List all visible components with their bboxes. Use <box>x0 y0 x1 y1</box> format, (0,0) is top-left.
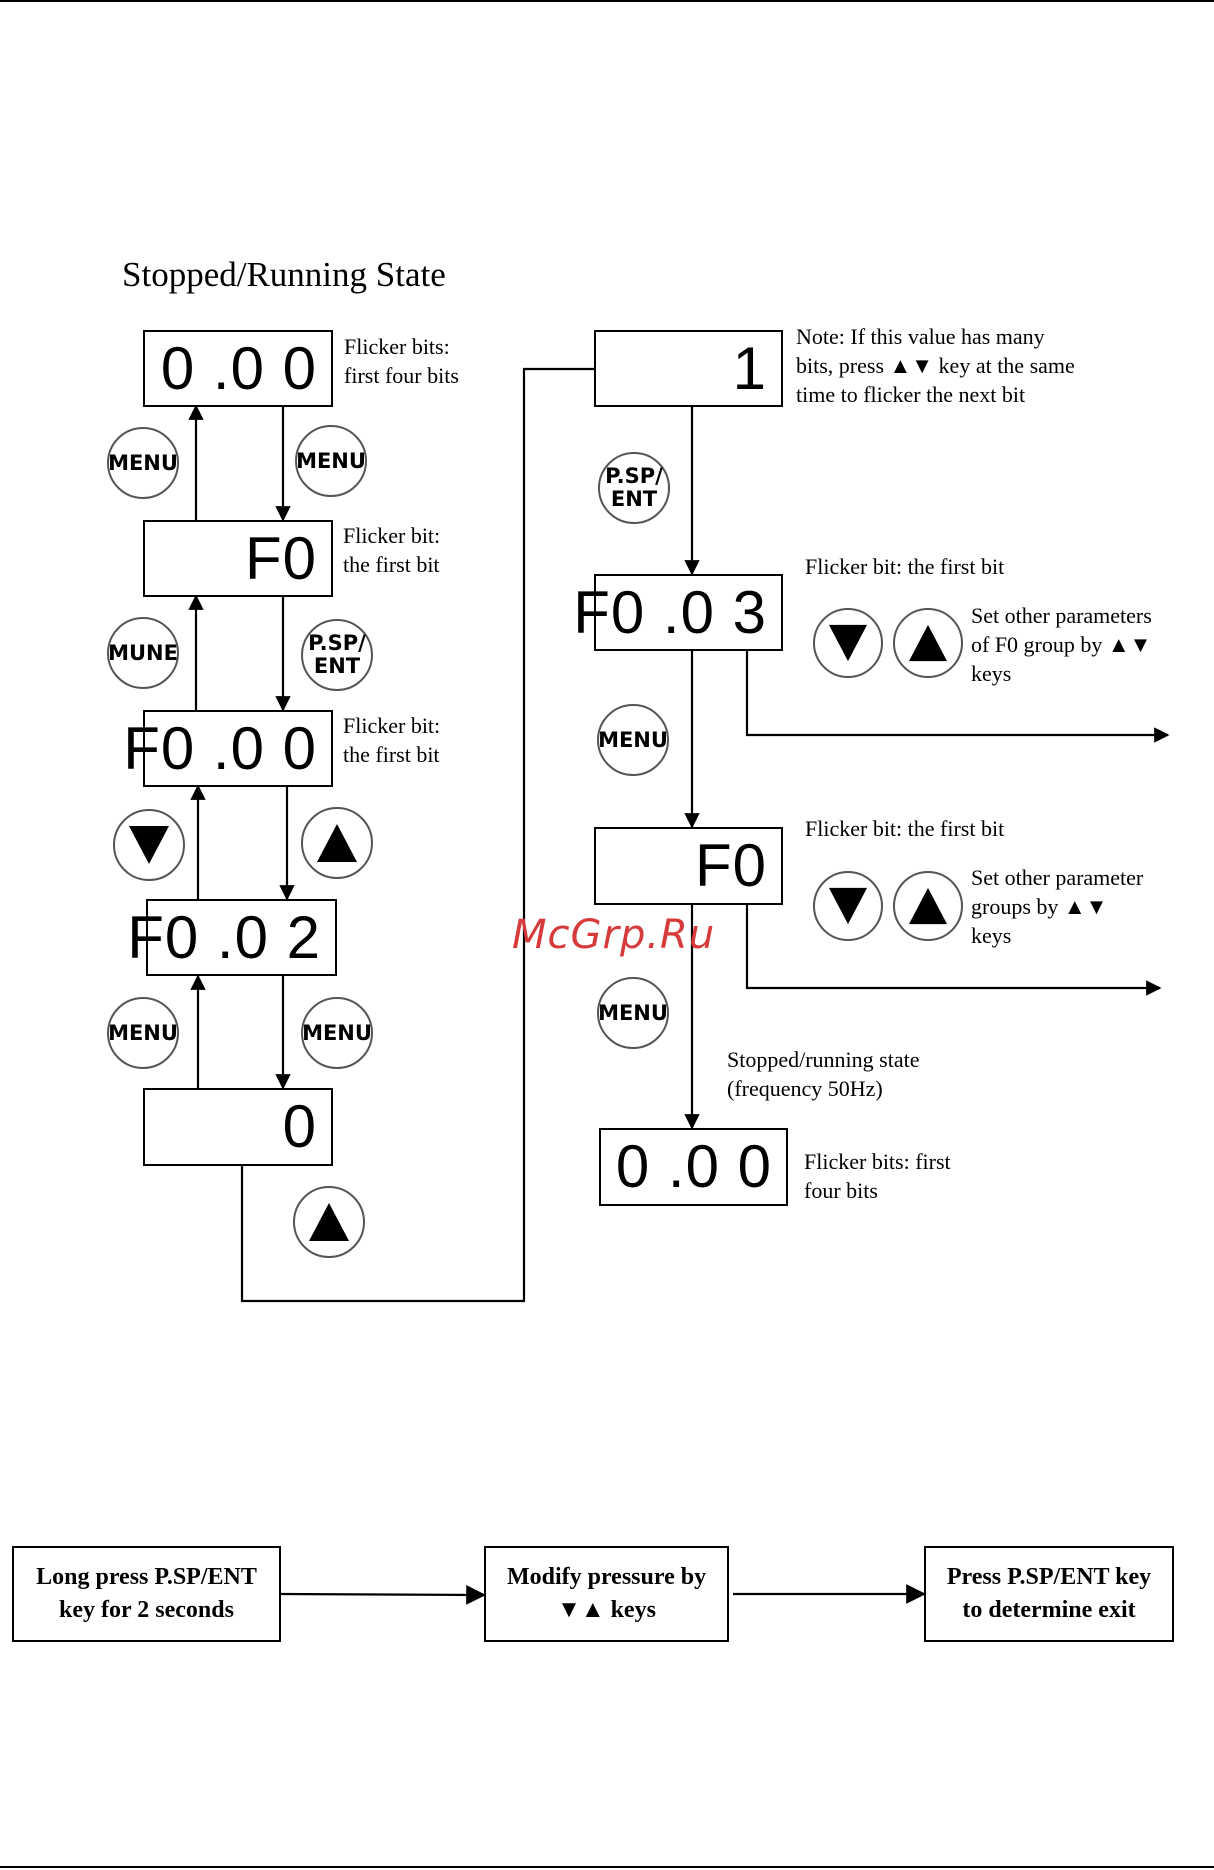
flow-line: key for 2 seconds <box>59 1597 234 1623</box>
menu-button[interactable]: MENU <box>295 425 367 497</box>
flow-line: to determine exit <box>962 1597 1136 1623</box>
menu-button-label: MENU <box>302 1020 372 1045</box>
down-triangle-icon <box>828 887 868 925</box>
menu-button-label: MENU <box>598 727 668 752</box>
psp-ent-button[interactable]: P.SP/ENT <box>301 619 373 691</box>
display-0-00: 0 .0 0 <box>143 330 333 407</box>
note-line: Flicker bits: first <box>804 1149 951 1174</box>
note-line: time to flicker the next bit <box>796 382 1026 407</box>
note-line: of F0 group by ▲▼ <box>971 632 1152 657</box>
note-line: Flicker bit: the first bit <box>805 816 1005 841</box>
display-1: 1 <box>594 330 783 407</box>
note-line: four bits <box>804 1178 878 1203</box>
note-stopped-running: Stopped/running state (frequency 50Hz) <box>727 1045 919 1103</box>
display-f0-00: F0 .0 0 <box>123 710 333 787</box>
note-line: keys <box>971 923 1012 948</box>
note-line: Set other parameters <box>971 603 1152 628</box>
display-f0-03: F0 .0 3 <box>573 574 783 651</box>
flow-arrow-1 <box>280 1585 486 1605</box>
flow-line: Long press P.SP/ENT <box>36 1564 257 1590</box>
note-line: Flicker bit: <box>343 713 441 738</box>
watermark: McGrp.Ru <box>512 912 716 958</box>
top-rule <box>0 0 1214 2</box>
note-line: Set other parameter <box>971 865 1144 890</box>
note-line: (frequency 50Hz) <box>727 1076 883 1101</box>
up-key-button[interactable] <box>293 1186 365 1258</box>
flow-line: Press P.SP/ENT key <box>946 1564 1152 1590</box>
menu-button[interactable]: MENU <box>597 704 669 776</box>
diagram-title: Stopped/Running State <box>122 255 446 294</box>
mune-button-label: MUNE <box>108 640 178 665</box>
psp-ent-label: P.SP/ENT <box>605 465 663 510</box>
bottom-rule <box>0 1866 1214 1868</box>
down-triangle-icon <box>129 826 169 864</box>
note-flicker-first-bit: Flicker bit: the first bit <box>343 711 440 769</box>
exit-arrow-groups <box>745 905 1162 996</box>
up-key-button[interactable] <box>893 871 963 941</box>
note-line: Note: If this value has many <box>796 324 1045 349</box>
note-flicker-first-four: Flicker bits: first four bits <box>344 332 459 390</box>
up-triangle-icon <box>317 824 357 862</box>
menu-button[interactable]: MENU <box>107 997 179 1069</box>
psp-ent-label: P.SP/ENT <box>308 632 366 677</box>
up-triangle-icon <box>908 887 948 925</box>
up-triangle-icon <box>908 624 948 662</box>
display-0-00-right: 0 .0 0 <box>599 1128 788 1206</box>
flow-step-exit: Press P.SP/ENT key to determine exit <box>924 1546 1174 1642</box>
note-set-f0-params: Set other parameters of F0 group by ▲▼ k… <box>971 601 1152 688</box>
display-f0-02: F0 .0 2 <box>127 899 337 976</box>
note-line: Flicker bits: <box>344 334 450 359</box>
note-line: Stopped/running state <box>727 1047 920 1072</box>
menu-button-label: MENU <box>296 448 366 473</box>
note-flicker-first-bit: Flicker bit: the first bit <box>805 552 1004 581</box>
mune-button[interactable]: MUNE <box>107 617 179 689</box>
note-line: first four bits <box>344 363 459 388</box>
menu-button[interactable]: MENU <box>301 997 373 1069</box>
psp-label-line2: ENT <box>610 487 658 511</box>
flow-step-modify-pressure: Modify pressure by ▼▲ keys <box>484 1546 729 1642</box>
psp-label-line2: ENT <box>313 654 361 678</box>
note-line: the first bit <box>343 742 440 767</box>
up-key-button[interactable] <box>301 807 373 879</box>
down-triangle-icon <box>828 624 868 662</box>
menu-button-label: MENU <box>598 1000 668 1025</box>
note-set-param-groups: Set other parameter groups by ▲▼ keys <box>971 863 1143 950</box>
psp-label-line1: P.SP/ <box>308 631 366 656</box>
note-line: groups by ▲▼ <box>971 894 1108 919</box>
psp-label-line1: P.SP/ <box>605 464 663 489</box>
down-key-button[interactable] <box>113 809 185 881</box>
psp-ent-button[interactable]: P.SP/ENT <box>598 452 670 524</box>
note-line: Flicker bit: the first bit <box>805 554 1005 579</box>
note-many-bits: Note: If this value has many bits, press… <box>796 322 1075 409</box>
menu-button-label: MENU <box>108 450 178 475</box>
note-flicker-first-bit: Flicker bit: the first bit <box>343 521 440 579</box>
flow-line: ▼▲ keys <box>557 1597 656 1623</box>
down-key-button[interactable] <box>813 871 883 941</box>
note-line: Flicker bit: <box>343 523 441 548</box>
down-key-button[interactable] <box>813 608 883 678</box>
menu-button[interactable]: MENU <box>597 977 669 1049</box>
exit-arrow-f0-group <box>745 651 1170 743</box>
up-triangle-icon <box>309 1203 349 1241</box>
flow-step-long-press: Long press P.SP/ENT key for 2 seconds <box>12 1546 281 1642</box>
note-line: the first bit <box>343 552 440 577</box>
menu-button-label: MENU <box>108 1020 178 1045</box>
up-key-button[interactable] <box>893 608 963 678</box>
note-line: keys <box>971 661 1012 686</box>
flow-line: Modify pressure by <box>506 1564 707 1590</box>
note-line: bits, press ▲▼ key at the same <box>796 353 1075 378</box>
note-flicker-first-bit: Flicker bit: the first bit <box>805 814 1004 843</box>
menu-button[interactable]: MENU <box>107 427 179 499</box>
note-flicker-first-four: Flicker bits: first four bits <box>804 1147 951 1205</box>
connector-0-to-1 <box>240 367 594 1303</box>
display-f0: F0 <box>143 520 333 597</box>
display-f0-right: F0 <box>594 827 783 905</box>
display-0: 0 <box>143 1088 333 1166</box>
